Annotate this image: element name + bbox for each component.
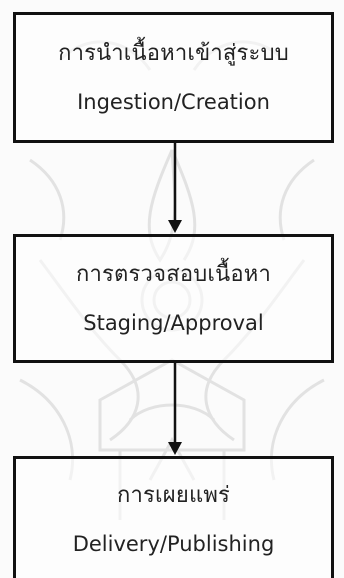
step-ingestion-box: การนำเนื้อหาเข้าสู่ระบบ Ingestion/Creati… xyxy=(13,12,334,143)
step-delivery-box: การเผยแพร่ Delivery/Publishing xyxy=(13,456,334,578)
step-delivery-english-label: Delivery/Publishing xyxy=(72,532,275,556)
step-delivery-thai-label: การเผยแพร่ xyxy=(116,483,231,508)
step-ingestion-english-label: Ingestion/Creation xyxy=(77,89,270,114)
step-staging-thai-label: การตรวจสอบเนื้อหา xyxy=(75,261,272,287)
step-staging-english-label: Staging/Approval xyxy=(83,310,264,335)
step-staging-box: การตรวจสอบเนื้อหา Staging/Approval xyxy=(13,234,334,363)
step-ingestion-thai-label: การนำเนื้อหาเข้าสู่ระบบ xyxy=(58,40,289,66)
